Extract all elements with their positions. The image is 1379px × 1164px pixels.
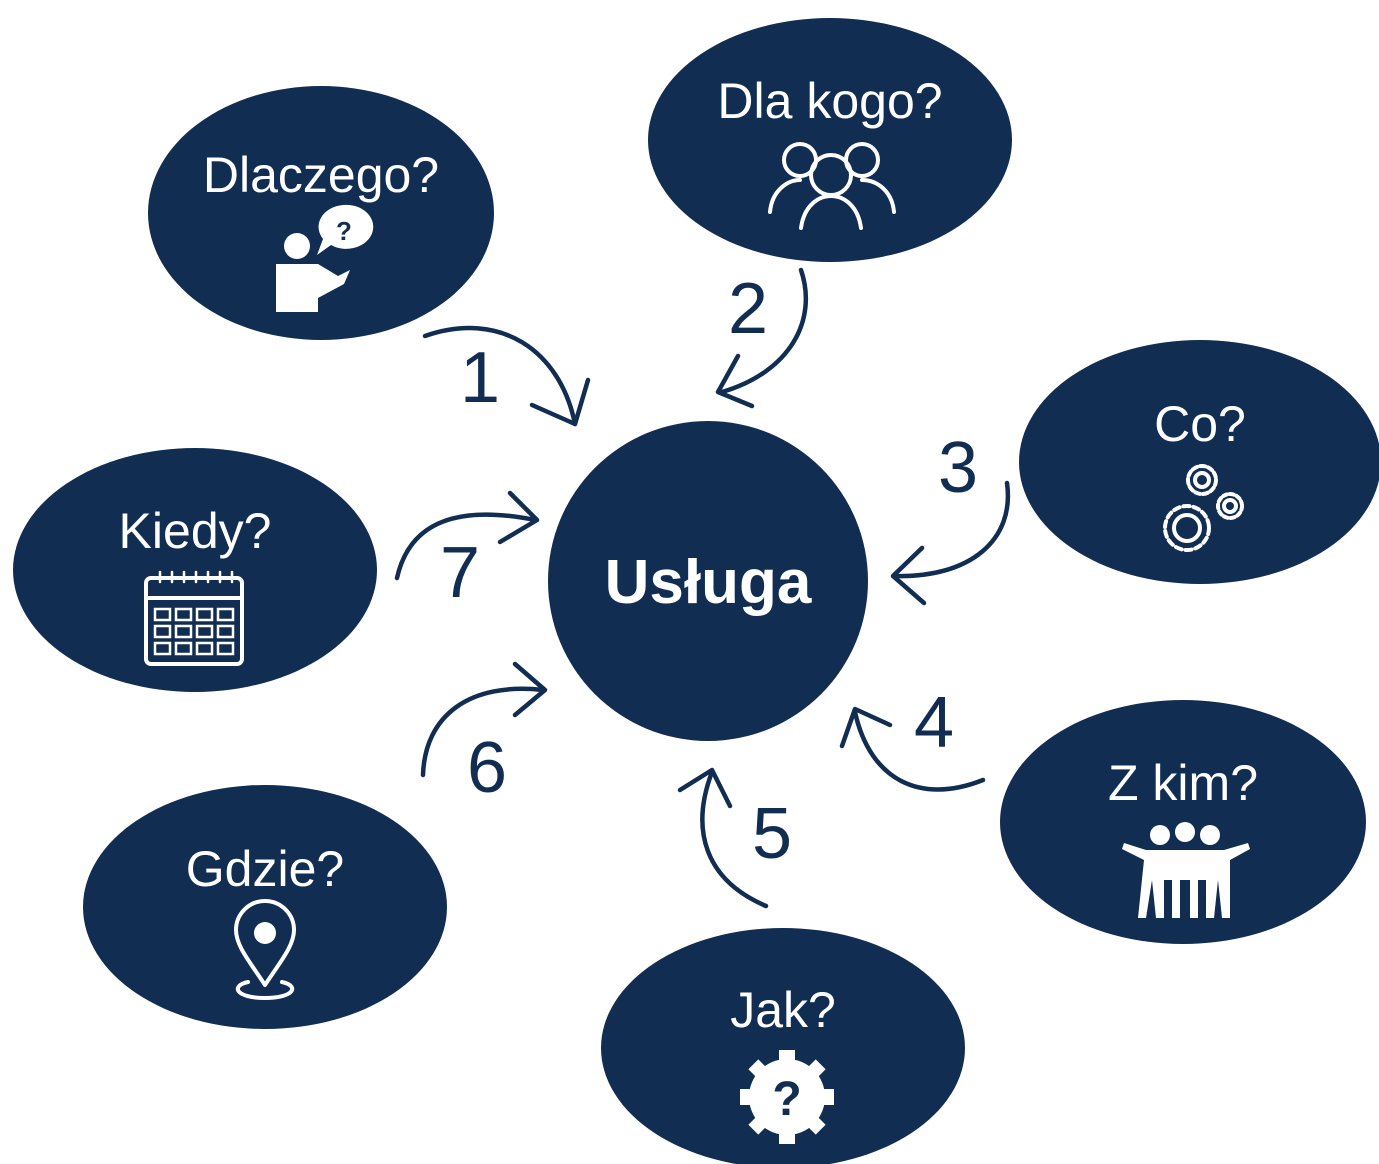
node-dla-kogo-label: Dla kogo? (717, 73, 942, 129)
svg-text:?: ? (772, 1073, 801, 1126)
node-kiedy-label: Kiedy? (119, 503, 272, 559)
step-number-3: 3 (938, 428, 978, 508)
step-number-6: 6 (467, 728, 507, 808)
group-icon (768, 142, 896, 230)
node-jak-label: Jak? (730, 982, 836, 1038)
node-z-kim: Z kim? 4 (839, 683, 1366, 944)
arrow-2 (715, 267, 809, 409)
node-dlaczego: Dlaczego? ? 1 (148, 86, 591, 427)
node-dlaczego-label: Dlaczego? (203, 147, 439, 203)
svg-text:?: ? (336, 216, 352, 246)
node-kiedy: Kiedy? (13, 448, 540, 692)
arrow-3 (890, 480, 1011, 606)
gear-question-icon: ? (740, 1050, 834, 1144)
arrow-7 (394, 490, 540, 581)
node-dla-kogo: Dla kogo? 2 (648, 18, 1012, 409)
gears-icon (1163, 464, 1244, 552)
calendar-icon (144, 570, 244, 666)
step-number-7: 7 (440, 533, 480, 613)
step-number-2: 2 (728, 269, 768, 349)
center-node: Usługa (548, 421, 868, 741)
person-question-icon: ? (276, 204, 374, 312)
arrow-4 (839, 706, 986, 792)
team-icon (1122, 822, 1250, 918)
node-gdzie: Gdzie? 6 (83, 661, 548, 1029)
location-pin-icon (234, 899, 296, 1000)
node-co: Co? 3 (890, 340, 1379, 606)
step-number-1: 1 (460, 338, 500, 418)
node-z-kim-label: Z kim? (1108, 755, 1258, 811)
arrow-5 (677, 767, 769, 909)
node-co-label: Co? (1154, 396, 1246, 452)
center-label: Usługa (605, 548, 812, 617)
step-number-4: 4 (914, 683, 954, 763)
step-number-5: 5 (752, 794, 792, 874)
arrow-1 (422, 325, 591, 427)
node-gdzie-label: Gdzie? (186, 841, 344, 897)
arrow-6 (420, 661, 548, 778)
node-jak: Jak? ? 5 (601, 767, 965, 1164)
